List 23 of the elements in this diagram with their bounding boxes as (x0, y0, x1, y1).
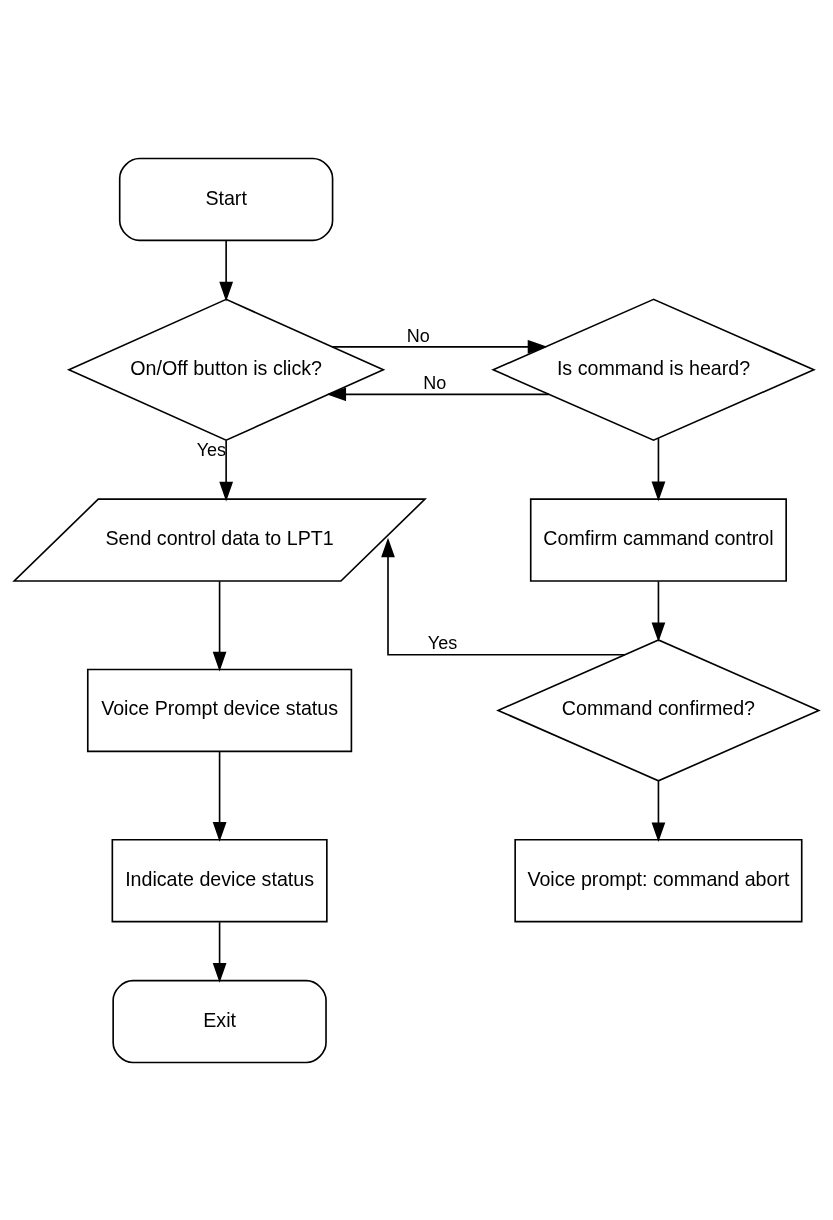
arrow (212, 750, 227, 842)
arrow (651, 779, 666, 842)
arrow (326, 386, 550, 401)
node-box: Comfirm cammand control (529, 497, 787, 582)
node-box: Voice Prompt device status (86, 668, 353, 752)
node-box: Exit (112, 979, 327, 1063)
node-box: Start (118, 157, 334, 241)
arrow (212, 920, 227, 983)
node-diamond: Is command is heard? (491, 297, 816, 441)
arrow (212, 580, 227, 671)
arrow (331, 339, 548, 354)
node-diamond: On/Off button is click? (66, 297, 386, 441)
edge-label: Yes (427, 632, 458, 653)
arrow (381, 537, 626, 656)
arrow (651, 580, 666, 642)
arrow (651, 436, 666, 501)
node-diamond: Command confirmed? (496, 638, 821, 782)
arrow (219, 439, 234, 501)
node-box: Voice prompt: command abort (514, 838, 803, 922)
node-box: Indicate device status (111, 838, 328, 922)
edge-label: No (406, 325, 430, 346)
arrow (219, 239, 234, 301)
edge-label: No (423, 372, 447, 393)
